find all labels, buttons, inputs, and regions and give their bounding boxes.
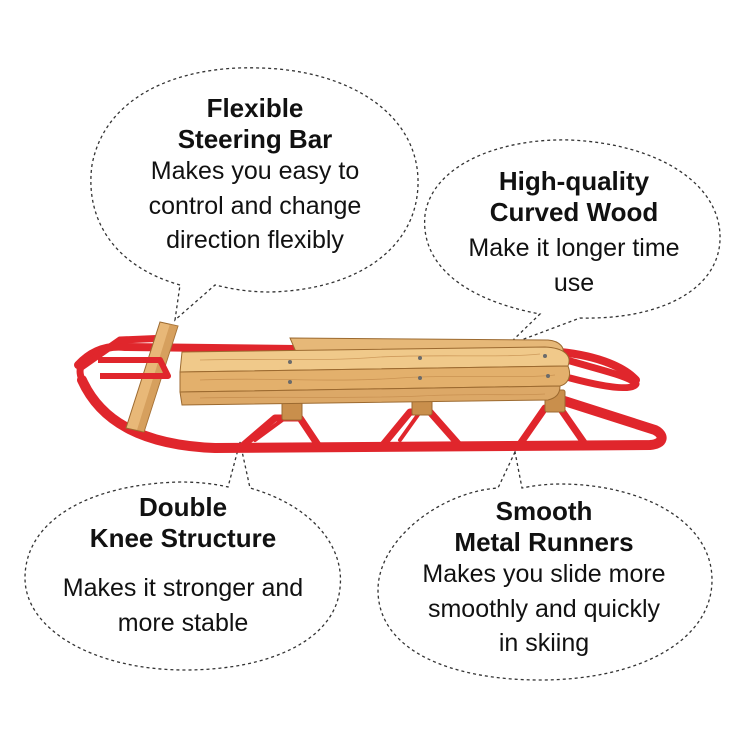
callout-curved-wood: High-quality Curved Wood Make it longer …	[438, 166, 710, 300]
knee-desc-line2: more stable	[117, 608, 249, 637]
knee-desc-line1: Makes it stronger and	[62, 574, 304, 603]
wood-desc-line1: Make it longer time	[468, 234, 680, 263]
runners-desc-line1: Makes you slide more	[422, 560, 666, 589]
callout-steering-bar: Flexible Steering Bar Makes you easy to …	[105, 93, 405, 258]
callout-knee-structure: Double Knee Structure Makes it stronger …	[30, 492, 336, 640]
bubble-knee	[24, 441, 342, 671]
steering-title-line1: Flexible	[206, 93, 304, 123]
runners-desc-line3: in skiing	[498, 629, 590, 658]
knee-title-line2: Knee Structure	[89, 522, 277, 553]
rear-frame-hook	[556, 354, 640, 392]
runner-bottom	[77, 375, 667, 453]
wood-title-line2: Curved Wood	[489, 196, 659, 227]
runners-desc-line2: smoothly and quickly	[427, 594, 661, 623]
bubble-wood	[424, 139, 721, 346]
knee-support-3	[516, 404, 589, 448]
runners-title-line1: Smooth	[495, 496, 593, 526]
steering-desc-line2: control and change	[148, 191, 362, 220]
bubble-steering	[90, 67, 419, 322]
wood-title-line1: High-quality	[498, 166, 650, 196]
deck-slat-3	[179, 385, 561, 406]
bubble-runners	[377, 449, 713, 681]
runners-title-line2: Metal Runners	[454, 526, 634, 557]
upper-frame-rail-front	[76, 334, 172, 372]
callout-metal-runners: Smooth Metal Runners Makes you slide mor…	[386, 496, 702, 661]
knee-support-2	[378, 408, 464, 450]
knee-title-line1: Double	[138, 492, 228, 522]
wood-desc-line2: use	[553, 268, 595, 297]
steering-desc-line3: direction flexibly	[166, 226, 344, 255]
steering-desc-line1: Makes you easy to	[150, 157, 360, 186]
steering-title-line2: Steering Bar	[177, 123, 333, 154]
runner-front-curl	[76, 356, 94, 384]
